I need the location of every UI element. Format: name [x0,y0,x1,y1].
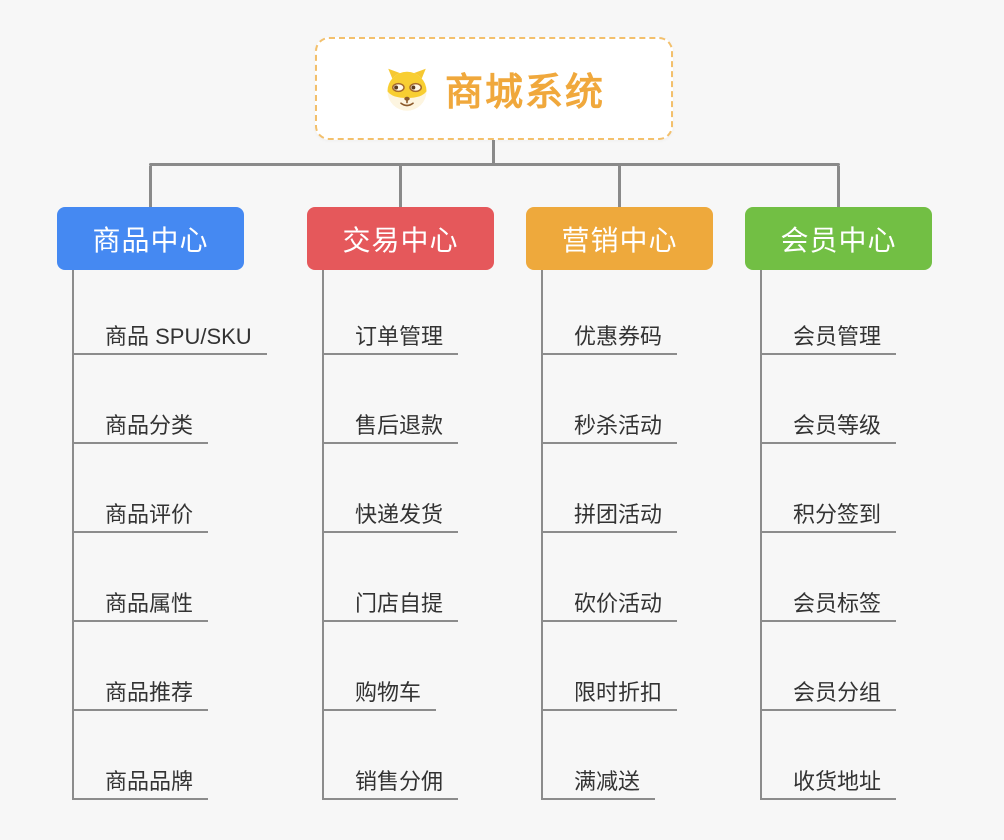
dog-logo-icon [383,65,431,113]
root-node: 商城系统 [315,37,673,140]
leaf-node: 售后退款 [322,410,459,444]
leaf-node: 收货地址 [760,766,897,800]
branch-line-members [760,270,762,800]
leaf-node: 满减送 [541,766,656,800]
connector-drop-members [837,166,840,207]
leaf-node: 商品 SPU/SKU [72,321,267,355]
branch-node-trade: 交易中心 [307,207,494,270]
leaf-node: 购物车 [322,677,437,711]
leaf-node: 秒杀活动 [541,410,678,444]
branch-node-products: 商品中心 [57,207,244,270]
leaf-node: 商品评价 [72,499,209,533]
leaf-node: 限时折扣 [541,677,678,711]
leaf-node: 优惠券码 [541,321,678,355]
connector-drop-marketing [618,166,621,207]
branch-line-products [72,270,74,800]
branch-node-members: 会员中心 [745,207,932,270]
branch-line-trade [322,270,324,800]
connector-horizontal-bar [149,163,840,166]
leaf-node: 会员标签 [760,588,897,622]
leaf-node: 订单管理 [322,321,459,355]
branch-node-marketing: 营销中心 [526,207,713,270]
connector-drop-trade [399,166,402,207]
connector-drop-products [149,166,152,207]
leaf-node: 拼团活动 [541,499,678,533]
leaf-node: 会员分组 [760,677,897,711]
leaf-node: 销售分佣 [322,766,459,800]
leaf-node: 商品推荐 [72,677,209,711]
leaf-node: 快递发货 [322,499,459,533]
branch-line-marketing [541,270,543,800]
leaf-node: 商品品牌 [72,766,209,800]
leaf-node: 商品属性 [72,588,209,622]
leaf-node: 积分签到 [760,499,897,533]
root-title: 商城系统 [444,72,605,114]
leaf-node: 砍价活动 [541,588,678,622]
leaf-node: 门店自提 [322,588,459,622]
connector-root-stem [492,140,495,164]
leaf-node: 商品分类 [72,410,209,444]
leaf-node: 会员等级 [760,410,897,444]
leaf-node: 会员管理 [760,321,897,355]
